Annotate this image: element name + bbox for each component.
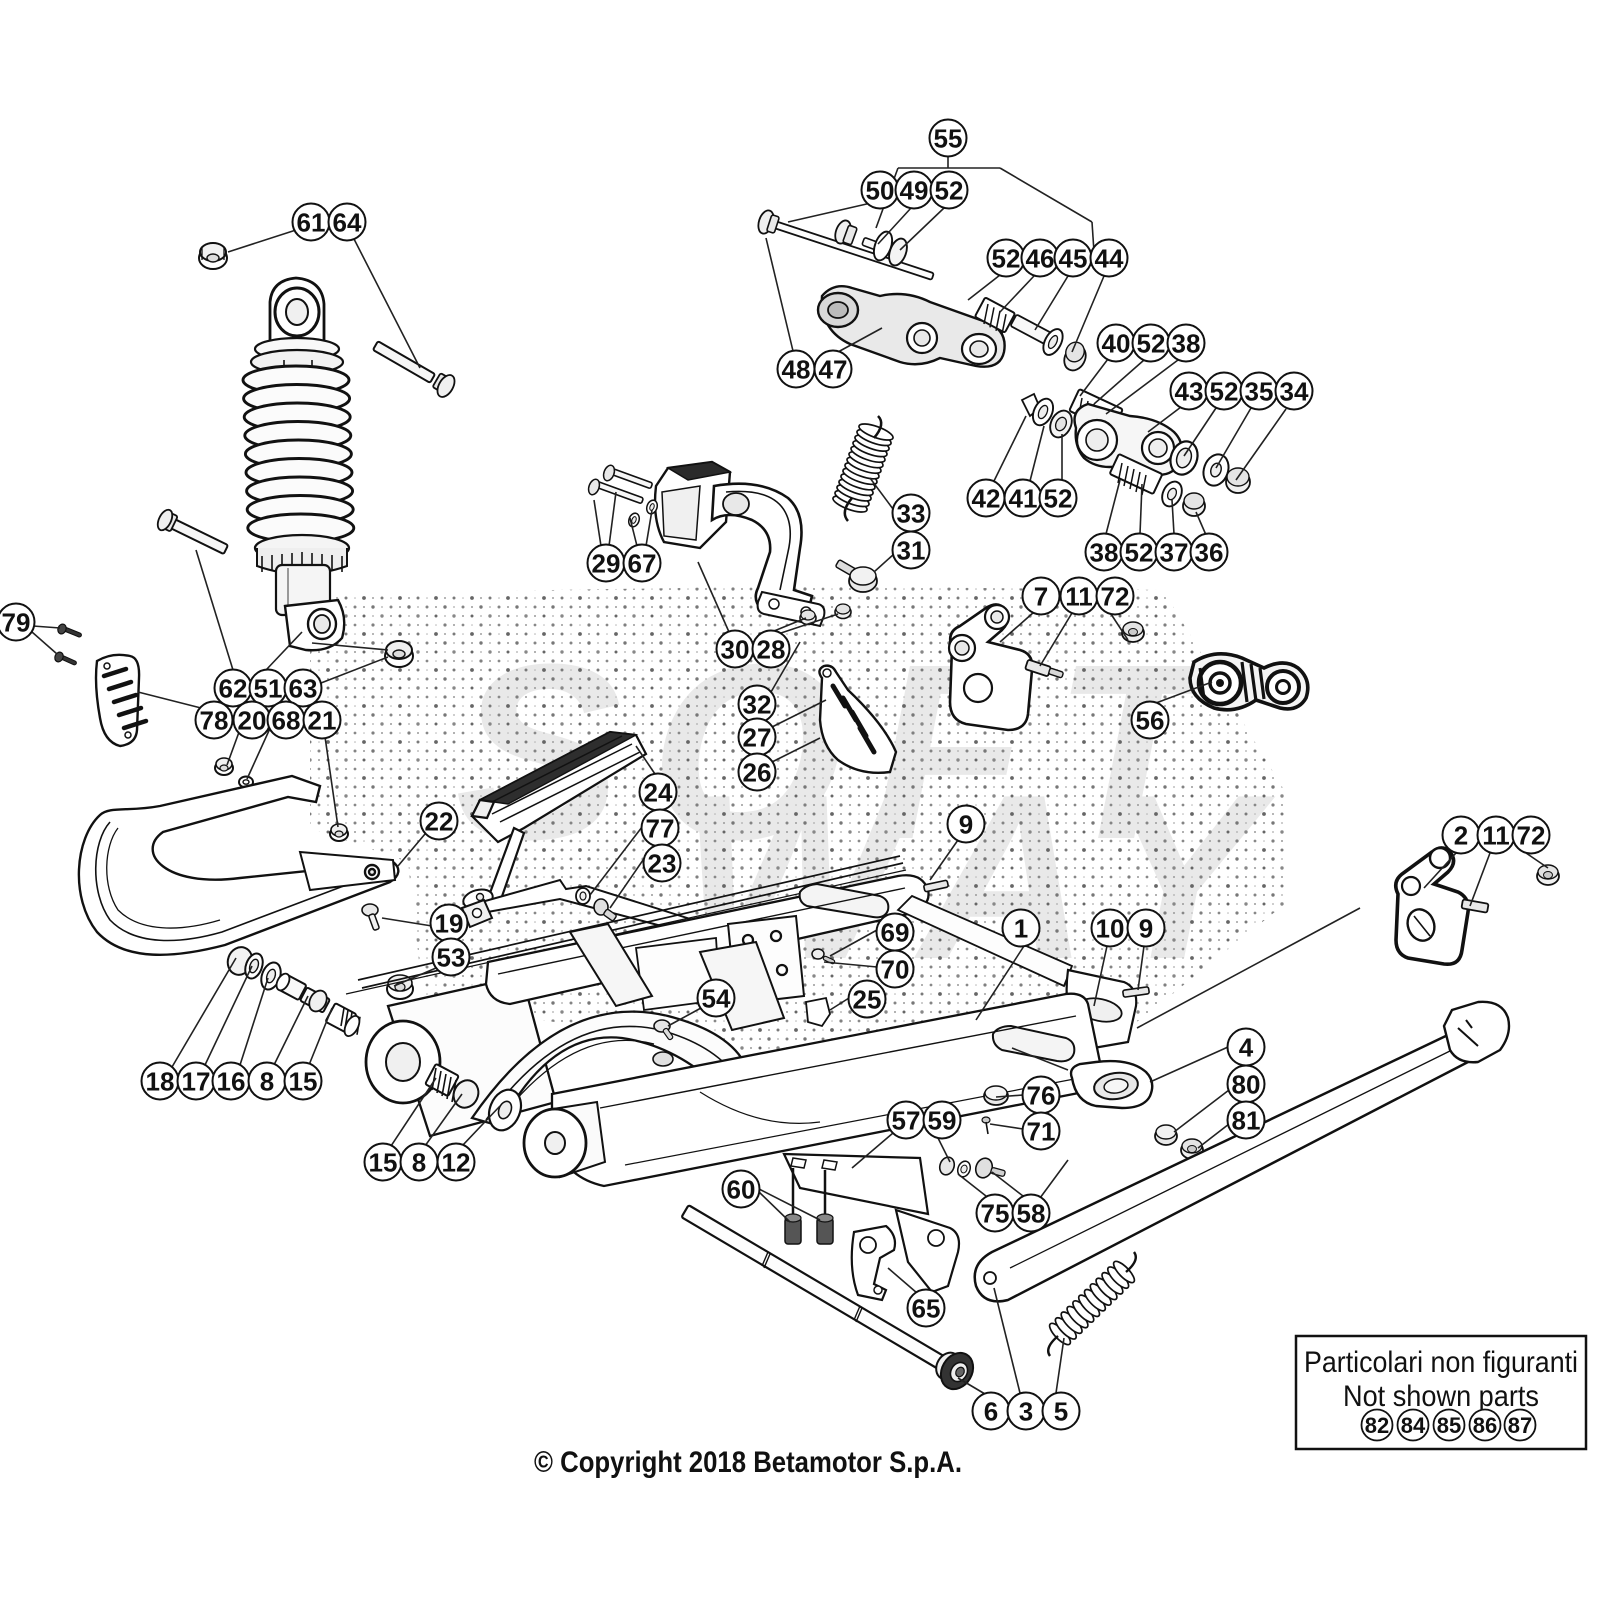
svg-text:84: 84 bbox=[1401, 1413, 1426, 1438]
svg-text:7: 7 bbox=[1034, 582, 1048, 612]
svg-text:52: 52 bbox=[992, 244, 1021, 274]
svg-text:11: 11 bbox=[1065, 582, 1093, 612]
svg-text:23: 23 bbox=[648, 849, 677, 879]
svg-text:22: 22 bbox=[425, 807, 454, 837]
svg-text:35: 35 bbox=[1245, 377, 1274, 407]
svg-text:43: 43 bbox=[1175, 377, 1204, 407]
svg-text:9: 9 bbox=[959, 810, 973, 840]
svg-text:60: 60 bbox=[727, 1175, 756, 1205]
svg-text:59: 59 bbox=[928, 1106, 957, 1136]
svg-text:56: 56 bbox=[1136, 706, 1165, 736]
svg-text:78: 78 bbox=[200, 706, 229, 736]
svg-text:52: 52 bbox=[1210, 377, 1239, 407]
svg-text:1: 1 bbox=[1014, 914, 1028, 944]
svg-text:80: 80 bbox=[1232, 1070, 1261, 1100]
svg-text:31: 31 bbox=[897, 536, 926, 566]
svg-text:53: 53 bbox=[437, 943, 466, 973]
svg-text:76: 76 bbox=[1027, 1081, 1056, 1111]
svg-text:37: 37 bbox=[1160, 538, 1189, 568]
svg-text:51: 51 bbox=[254, 674, 283, 704]
svg-text:77: 77 bbox=[646, 814, 675, 844]
svg-text:38: 38 bbox=[1090, 538, 1119, 568]
svg-text:36: 36 bbox=[1195, 538, 1224, 568]
svg-text:25: 25 bbox=[853, 985, 882, 1015]
svg-text:© Copyright 2018 Betamotor S.p: © Copyright 2018 Betamotor S.p.A. bbox=[534, 1446, 962, 1479]
svg-text:47: 47 bbox=[819, 355, 848, 385]
svg-text:82: 82 bbox=[1365, 1413, 1389, 1438]
svg-text:63: 63 bbox=[289, 674, 318, 704]
svg-text:3: 3 bbox=[1019, 1397, 1033, 1427]
svg-text:42: 42 bbox=[972, 484, 1001, 514]
svg-text:29: 29 bbox=[592, 549, 621, 579]
svg-text:2: 2 bbox=[1454, 821, 1468, 851]
svg-text:15: 15 bbox=[369, 1148, 398, 1178]
svg-text:85: 85 bbox=[1437, 1413, 1461, 1438]
svg-text:44: 44 bbox=[1095, 244, 1124, 274]
svg-text:6: 6 bbox=[984, 1397, 998, 1427]
svg-text:15: 15 bbox=[289, 1067, 318, 1097]
svg-text:45: 45 bbox=[1059, 244, 1088, 274]
svg-text:75: 75 bbox=[981, 1199, 1010, 1229]
svg-text:5: 5 bbox=[1054, 1397, 1068, 1427]
svg-text:4: 4 bbox=[1239, 1033, 1254, 1063]
svg-text:52: 52 bbox=[1044, 484, 1073, 514]
svg-text:87: 87 bbox=[1508, 1413, 1532, 1438]
svg-text:28: 28 bbox=[757, 635, 786, 665]
svg-text:17: 17 bbox=[182, 1067, 211, 1097]
svg-text:18: 18 bbox=[146, 1067, 175, 1097]
svg-text:20: 20 bbox=[238, 706, 267, 736]
svg-text:11: 11 bbox=[1482, 821, 1510, 851]
svg-text:21: 21 bbox=[308, 706, 337, 736]
svg-text:9: 9 bbox=[1139, 914, 1153, 944]
svg-text:55: 55 bbox=[934, 124, 963, 154]
svg-text:68: 68 bbox=[272, 706, 301, 736]
svg-text:10: 10 bbox=[1096, 914, 1125, 944]
svg-text:Particolari non figuranti: Particolari non figuranti bbox=[1304, 1346, 1578, 1379]
svg-text:27: 27 bbox=[743, 723, 772, 753]
svg-text:72: 72 bbox=[1517, 821, 1546, 851]
svg-text:19: 19 bbox=[435, 909, 464, 939]
svg-text:48: 48 bbox=[782, 355, 811, 385]
svg-text:41: 41 bbox=[1009, 484, 1038, 514]
svg-text:67: 67 bbox=[628, 549, 657, 579]
svg-text:8: 8 bbox=[412, 1148, 426, 1178]
svg-text:32: 32 bbox=[743, 690, 772, 720]
svg-text:26: 26 bbox=[743, 758, 772, 788]
svg-text:49: 49 bbox=[900, 176, 929, 206]
svg-text:46: 46 bbox=[1026, 244, 1055, 274]
svg-text:81: 81 bbox=[1232, 1106, 1261, 1136]
svg-text:62: 62 bbox=[219, 674, 248, 704]
svg-text:70: 70 bbox=[881, 955, 910, 985]
svg-text:72: 72 bbox=[1101, 582, 1130, 612]
svg-text:52: 52 bbox=[1137, 329, 1166, 359]
svg-text:12: 12 bbox=[442, 1148, 471, 1178]
svg-text:Not shown parts: Not shown parts bbox=[1343, 1380, 1539, 1413]
svg-text:79: 79 bbox=[2, 608, 31, 638]
svg-text:38: 38 bbox=[1172, 329, 1201, 359]
svg-text:65: 65 bbox=[912, 1294, 941, 1324]
svg-text:34: 34 bbox=[1280, 377, 1309, 407]
svg-text:52: 52 bbox=[1125, 538, 1154, 568]
svg-text:86: 86 bbox=[1473, 1413, 1497, 1438]
svg-text:57: 57 bbox=[892, 1106, 921, 1136]
svg-text:8: 8 bbox=[260, 1067, 274, 1097]
svg-text:40: 40 bbox=[1102, 329, 1131, 359]
svg-text:52: 52 bbox=[935, 176, 964, 206]
svg-text:50: 50 bbox=[866, 176, 895, 206]
svg-text:30: 30 bbox=[721, 635, 750, 665]
svg-text:54: 54 bbox=[702, 984, 731, 1014]
svg-text:16: 16 bbox=[217, 1067, 246, 1097]
svg-text:58: 58 bbox=[1017, 1199, 1046, 1229]
svg-text:69: 69 bbox=[881, 918, 910, 948]
svg-text:24: 24 bbox=[644, 778, 673, 808]
svg-text:64: 64 bbox=[333, 208, 362, 238]
svg-text:33: 33 bbox=[897, 499, 926, 529]
svg-text:71: 71 bbox=[1027, 1117, 1056, 1147]
svg-text:61: 61 bbox=[297, 208, 326, 238]
